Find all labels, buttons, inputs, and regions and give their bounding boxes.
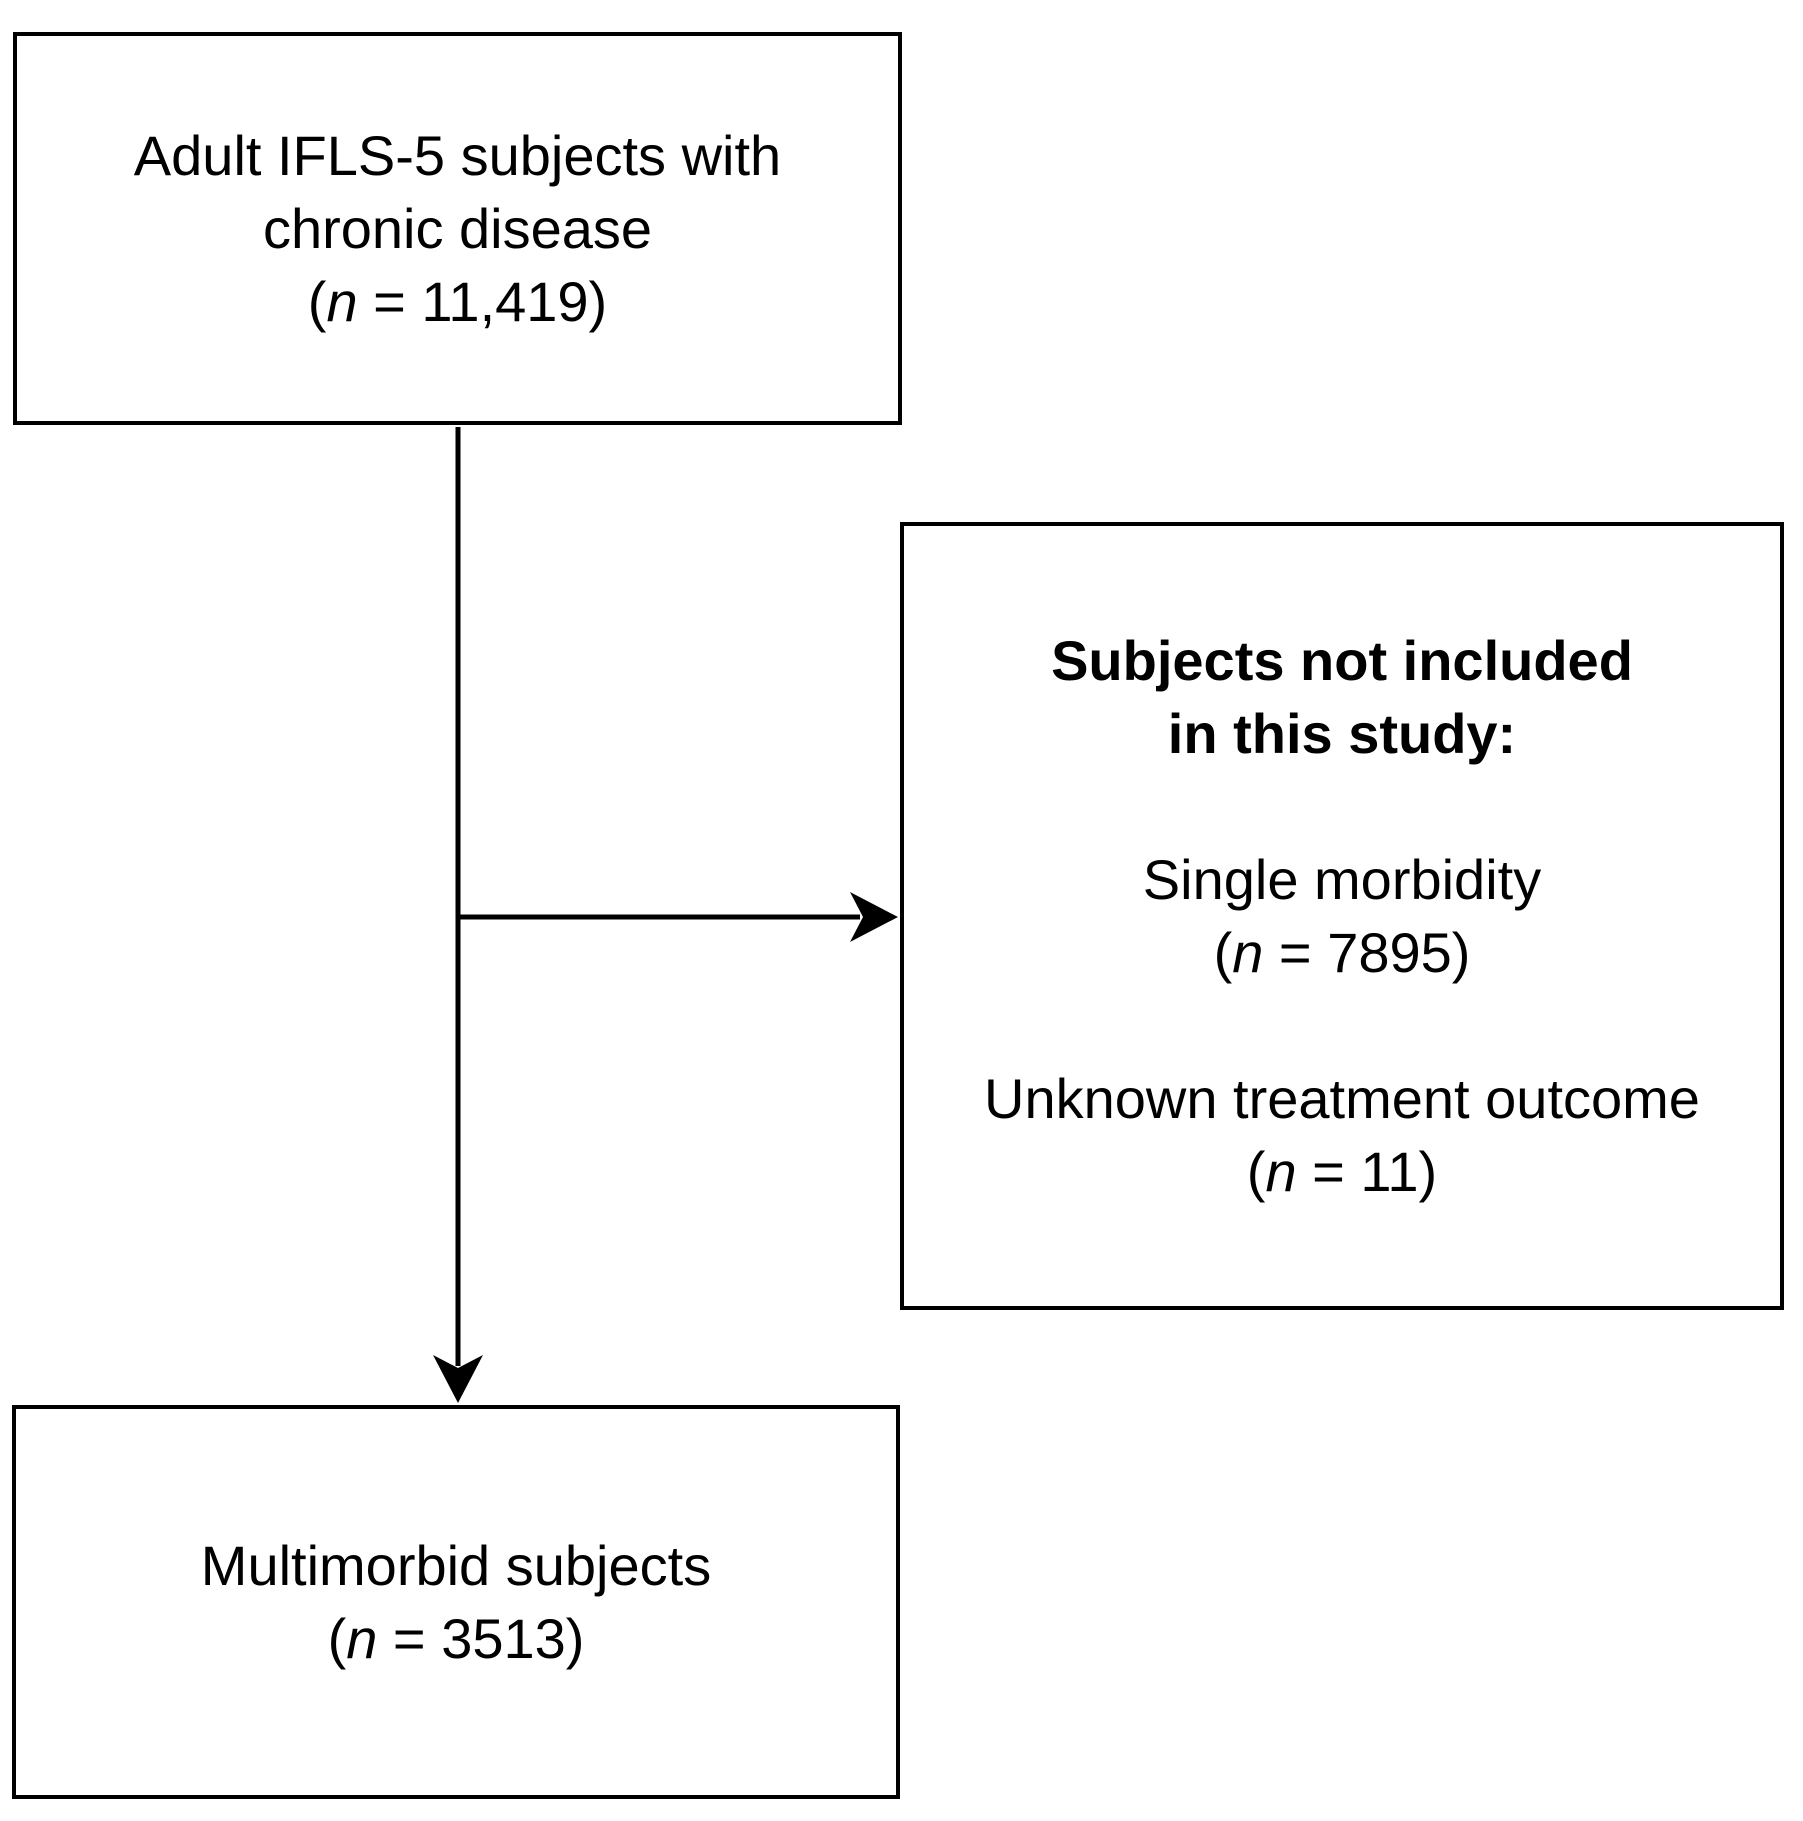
count-n-symbol: n: [346, 1607, 378, 1670]
count-value: = 11): [1296, 1140, 1438, 1203]
included-line-1: Multimorbid subjects: [200, 1534, 712, 1597]
population-line-2: chronic disease: [262, 197, 653, 260]
excluded-item-label: Single morbidity: [1142, 848, 1542, 911]
arrow-down-head-icon: [433, 1355, 483, 1403]
count-n-symbol: n: [1265, 1140, 1297, 1203]
count-open: (: [1246, 1140, 1266, 1203]
count-n-symbol: n: [326, 270, 358, 333]
included-count: (n = 3513): [328, 1602, 585, 1675]
excluded-title-line-1: Subjects not included: [1051, 629, 1633, 692]
excluded-item-label: Unknown treatment outcome: [984, 1067, 1700, 1130]
count-n-symbol: n: [1232, 921, 1264, 984]
excluded-title-line-2: in this study:: [1167, 702, 1517, 765]
excluded-item-unknown-outcome: Unknown treatment outcome (n = 11): [984, 1062, 1700, 1208]
count-open: (: [1213, 921, 1233, 984]
population-line-1: Adult IFLS-5 subjects with: [133, 124, 782, 187]
population-count: (n = 11,419): [308, 265, 607, 338]
excluded-box: Subjects not included in this study: Sin…: [900, 522, 1784, 1310]
arrow-right-head-icon: [850, 892, 898, 942]
count-open: (: [307, 270, 327, 333]
count-open: (: [327, 1607, 347, 1670]
excluded-item-count: (n = 7895): [1143, 916, 1541, 989]
excluded-item-count: (n = 11): [984, 1135, 1700, 1208]
count-value: = 11,419): [357, 270, 608, 333]
count-value: = 3513): [377, 1607, 585, 1670]
population-box: Adult IFLS-5 subjects with chronic disea…: [13, 32, 902, 425]
excluded-item-single-morbidity: Single morbidity (n = 7895): [1143, 843, 1541, 989]
included-box: Multimorbid subjects (n = 3513): [12, 1405, 900, 1799]
count-value: = 7895): [1263, 921, 1471, 984]
